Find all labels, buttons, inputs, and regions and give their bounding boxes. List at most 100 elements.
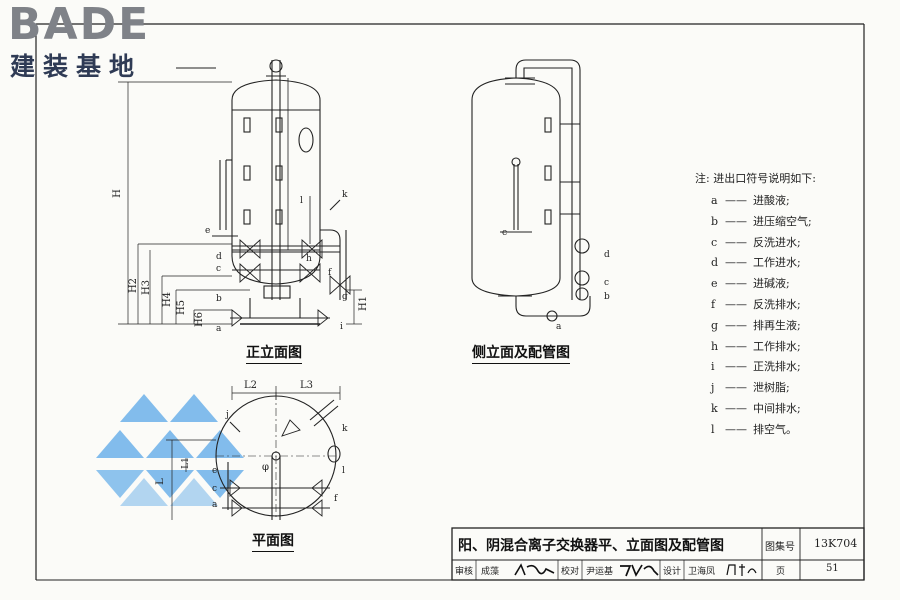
plan-tag-f: f — [334, 494, 338, 504]
note-letter: f — [711, 297, 716, 311]
plan-tag-l: l — [342, 466, 345, 476]
plan-tag-j: j — [226, 410, 229, 420]
note-text: 进压缩空气; — [753, 214, 812, 228]
note-text: 反洗进水; — [753, 235, 801, 249]
logo-bottom-text: 建装基地 — [10, 52, 143, 81]
review-signature — [514, 563, 555, 576]
side-tag-d: d — [604, 250, 610, 260]
note-letter: i — [711, 360, 715, 374]
design-signature — [726, 564, 757, 576]
dim-label-h2: H2 — [128, 277, 140, 294]
note-item: k —— 中间排水; — [695, 400, 845, 421]
note-item: e —— 进碱液; — [695, 275, 845, 296]
check-label: 校对 — [561, 567, 580, 577]
note-item: b —— 进压缩空气; — [695, 213, 845, 234]
note-dash: —— — [725, 401, 747, 415]
plan-tag-k: k — [342, 424, 348, 434]
check-name: 尹运基 — [586, 567, 614, 577]
note-text: 进碱液; — [753, 277, 790, 291]
plan-dimension-lines — [166, 386, 341, 520]
page-label: 页 — [776, 567, 786, 577]
dim-label-l2: L2 — [244, 380, 258, 391]
note-item: j——泄树脂; — [695, 379, 845, 400]
front-tag-b: b — [216, 294, 222, 304]
front-elevation — [212, 59, 351, 327]
side-tag-c: c — [604, 278, 610, 288]
note-text: 工作进水; — [753, 256, 801, 270]
side-tag-e: e — [502, 228, 508, 238]
side-view-title: 侧立面及配管图 — [472, 342, 570, 364]
note-text: 反洗排水; — [753, 297, 801, 311]
side-vessel-body — [471, 77, 561, 297]
front-tag-g: g — [342, 292, 348, 302]
note-item: i —— 正洗排水; — [695, 358, 845, 379]
note-text: 中间排水; — [753, 401, 801, 415]
dim-label-h: H — [111, 189, 123, 198]
front-view-title: 正立面图 — [246, 342, 302, 364]
front-tag-f: f — [328, 268, 332, 278]
note-letter: d — [711, 256, 719, 270]
atlas-number: 13K704 — [814, 537, 858, 550]
note-text: 正洗排水; — [753, 360, 801, 374]
dim-label-h6: H6 — [194, 311, 206, 328]
note-dash: —— — [725, 235, 747, 249]
front-tag-l: l — [300, 196, 303, 206]
note-text: 工作排水; — [753, 339, 801, 353]
atlas-label: 图集号 — [765, 542, 795, 553]
note-dash: —— — [725, 297, 747, 311]
note-dash: —— — [725, 422, 747, 436]
note-dash: —— — [725, 277, 747, 291]
front-tag-c: c — [216, 264, 222, 274]
dim-label-h5: H5 — [176, 299, 188, 316]
note-text: 进酸液; — [753, 194, 790, 207]
note-letter: c — [711, 235, 718, 249]
note-text: 排空气。 — [753, 422, 797, 436]
front-tag-h: h — [306, 254, 312, 264]
note-dash: —— — [725, 256, 747, 270]
brand-logo: BADE 建装基地 — [8, 2, 183, 86]
dim-label-h1: H1 — [358, 295, 370, 312]
front-tag-a: a — [216, 324, 222, 334]
side-elevation — [471, 59, 591, 322]
plan-view-title: 平面图 — [252, 530, 294, 552]
note-dash: —— — [725, 318, 747, 332]
note-text: 排再生液; — [753, 318, 801, 332]
plan-tag-c: c — [212, 484, 218, 494]
note-item: l —— 排空气。 — [695, 421, 845, 442]
dim-label-l3: L3 — [300, 380, 314, 391]
plan-tag-a: a — [212, 500, 218, 510]
note-letter: k — [711, 401, 718, 415]
note-letter: l — [711, 422, 715, 436]
drawing-title: 阳、阴混合离子交换器平、立面图及配管图 — [458, 538, 724, 554]
note-letter: j — [711, 381, 715, 395]
dim-label-l: L — [154, 478, 166, 485]
side-tag-b: b — [604, 292, 610, 302]
note-dash: —— — [725, 381, 747, 395]
title-block-frame — [451, 527, 865, 581]
front-tag-k: k — [342, 190, 348, 200]
note-dash: —— — [725, 360, 747, 374]
plan-view — [215, 392, 341, 520]
logo-top-text: BADE — [8, 0, 151, 50]
check-signature — [620, 564, 659, 577]
front-tag-e: e — [205, 226, 211, 236]
plan-tag-e: e — [212, 466, 218, 476]
note-item: f —— 反洗排水; — [695, 296, 845, 317]
watermark-triangles — [96, 394, 244, 506]
dim-label-h4: H4 — [162, 291, 174, 308]
note-item: c —— 反洗进水; — [695, 234, 845, 255]
design-label: 设计 — [663, 567, 682, 577]
note-letter: b — [711, 214, 719, 228]
design-name: 卫海凤 — [688, 567, 716, 577]
note-item: g——排再生液; — [695, 317, 845, 338]
note-item: a——进酸液; — [695, 192, 845, 213]
front-dimension-lines — [118, 81, 362, 325]
inlet-outlet-notes: 注: 进出口符号说明如下: a——进酸液; b —— 进压缩空气; c —— 反洗进水;… — [695, 170, 845, 442]
page-number: 51 — [826, 563, 839, 574]
note-letter: e — [711, 277, 718, 291]
note-item: d —— 工作进水; — [695, 254, 845, 275]
notes-title: 注: 进出口符号说明如下: — [695, 172, 816, 185]
note-dash: —— — [725, 214, 747, 228]
